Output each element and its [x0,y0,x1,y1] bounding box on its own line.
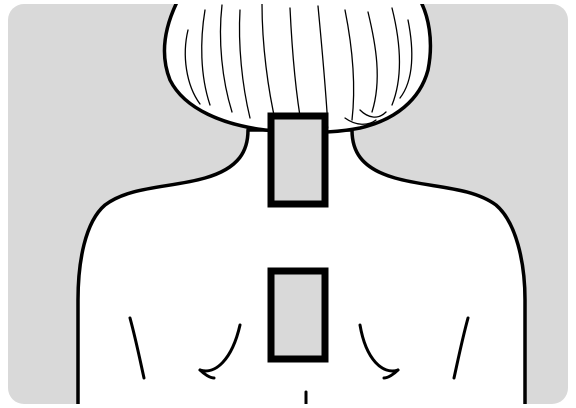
electrode-pad-icon [271,116,325,204]
electrode-pad-icon [271,271,325,359]
back-view-person-icon [8,4,568,404]
illustration-frame [8,4,568,404]
